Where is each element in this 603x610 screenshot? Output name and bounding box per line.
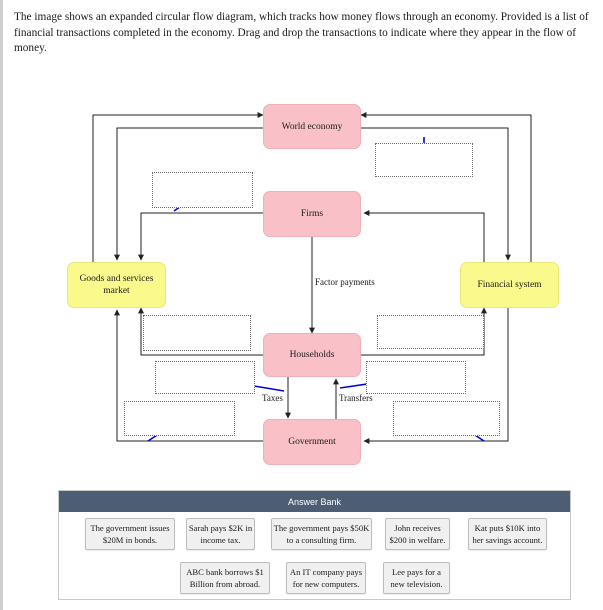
answer-tile[interactable]: John receives $200 in welfare. <box>385 518 450 550</box>
drop-zone-world-to-financial[interactable] <box>375 143 473 177</box>
answer-tile[interactable]: ABC bank borrows $1 Billion from abroad. <box>180 562 270 594</box>
answer-tile[interactable]: Lee pays for a new television. <box>383 562 450 594</box>
drop-zone-households-to-goods[interactable] <box>143 315 251 351</box>
answer-tile[interactable]: Sarah pays $2K in income tax. <box>186 518 255 550</box>
flow-diagram: World economy Firms Goods and services m… <box>67 104 559 465</box>
goods-services-market-node: Goods and services market <box>67 262 166 308</box>
firms-node: Firms <box>263 191 361 237</box>
flow-arrows <box>92 112 532 444</box>
households-node: Households <box>263 333 361 377</box>
question-text: The image shows an expanded circular flo… <box>14 11 589 54</box>
drop-zone-government-to-goods[interactable] <box>124 401 235 436</box>
answer-tile[interactable]: The government issues $20M in bonds. <box>85 518 175 550</box>
answer-bank: Answer Bank The government issues $20M i… <box>58 490 571 600</box>
left-border <box>0 0 3 610</box>
world-economy-node: World economy <box>263 104 361 149</box>
taxes-label: Taxes <box>262 393 283 404</box>
drop-zone-taxes[interactable] <box>155 361 255 394</box>
drop-zone-transfers[interactable] <box>366 361 466 394</box>
drop-zone-financial-to-government[interactable] <box>393 401 500 436</box>
drop-zone-world-to-goods[interactable] <box>152 172 253 208</box>
factor-payments-label: Factor payments <box>315 277 375 288</box>
answer-bank-title: Answer Bank <box>59 491 570 512</box>
answer-tile[interactable]: Kat puts $10K into her savings account. <box>468 518 547 550</box>
transfers-label: Transfers <box>339 393 373 404</box>
drop-zone-households-to-financial[interactable] <box>377 315 484 349</box>
answer-tile[interactable]: An IT company pays for new computers. <box>286 562 366 594</box>
answer-tile[interactable]: The government pays $50K to a consulting… <box>271 518 372 550</box>
government-node: Government <box>263 419 361 465</box>
financial-system-node: Financial system <box>460 262 559 308</box>
